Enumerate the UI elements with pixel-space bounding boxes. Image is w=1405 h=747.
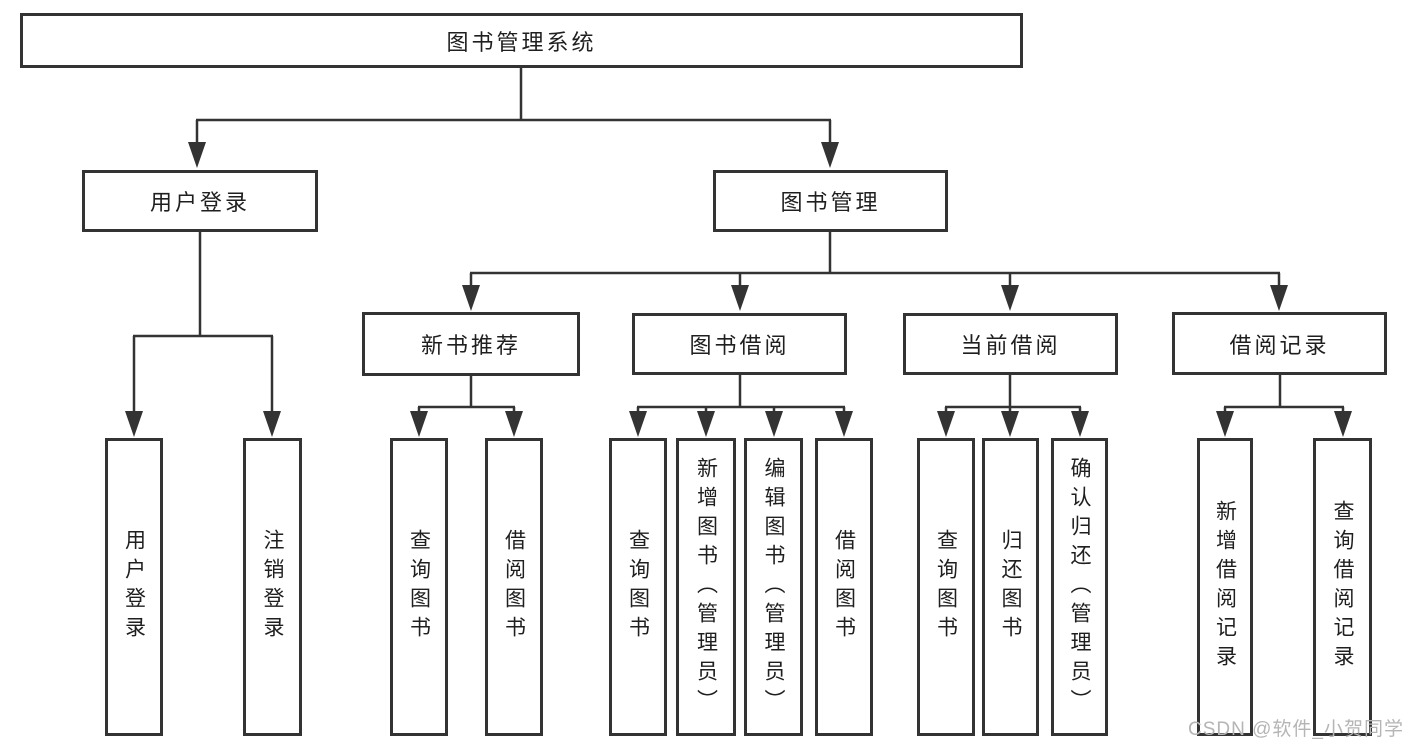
connectors-user-login-children: [125, 232, 281, 437]
leaf-user-login-label: 用户登录: [122, 529, 146, 645]
node-new-book-recommend: 新书推荐: [362, 312, 580, 376]
leaf-newbook-borrow-book-label: 借阅图书: [502, 529, 526, 645]
leaf-current-confirm-return-admin: 确认归还（管理员）: [1051, 438, 1108, 736]
leaf-borrow-add-book-admin-label: 新增图书（管理员）: [694, 456, 718, 718]
leaf-current-return-book: 归还图书: [982, 438, 1039, 736]
leaf-records-query-borrow-record-label: 查询借阅记录: [1331, 500, 1354, 674]
leaf-borrow-query-book-label: 查询图书: [626, 529, 650, 645]
leaf-borrow-borrow-book: 借阅图书: [815, 438, 873, 736]
node-borrow-records: 借阅记录: [1172, 312, 1387, 375]
leaf-current-query-book: 查询图书: [917, 438, 975, 736]
leaf-newbook-query-book-label: 查询图书: [407, 529, 431, 645]
connectors-book-borrow-children: [629, 375, 853, 437]
connectors-borrow-records-children: [1216, 375, 1352, 437]
leaf-current-confirm-return-admin-label: 确认归还（管理员）: [1068, 456, 1091, 718]
connectors-root-to-level1: [188, 68, 839, 168]
leaf-newbook-borrow-book: 借阅图书: [485, 438, 543, 736]
leaf-user-login: 用户登录: [105, 438, 163, 736]
node-current-borrowing-label: 当前借阅: [960, 333, 1061, 358]
node-book-management: 图书管理: [713, 170, 948, 232]
connectors-book-management-children: [462, 232, 1288, 311]
node-borrow-records-label: 借阅记录: [1229, 332, 1330, 358]
connectors-new-book-children: [410, 376, 523, 437]
node-library-system-label: 图书管理系统: [446, 29, 597, 55]
node-current-borrowing: 当前借阅: [903, 313, 1118, 375]
node-user-login: 用户登录: [82, 170, 318, 232]
leaf-borrow-borrow-book-label: 借阅图书: [832, 529, 856, 645]
leaf-borrow-query-book: 查询图书: [609, 438, 667, 736]
leaf-records-query-borrow-record: 查询借阅记录: [1313, 438, 1372, 736]
leaf-current-return-book-label: 归还图书: [999, 529, 1022, 645]
leaf-records-add-borrow-record: 新增借阅记录: [1197, 438, 1253, 736]
node-user-login-label: 用户登录: [149, 190, 250, 215]
leaf-newbook-query-book: 查询图书: [390, 438, 448, 736]
node-new-book-recommend-label: 新书推荐: [420, 333, 521, 358]
node-library-system: 图书管理系统: [20, 13, 1023, 68]
leaf-records-add-borrow-record-label: 新增借阅记录: [1213, 500, 1237, 674]
leaf-borrow-edit-book-admin: 编辑图书（管理员）: [744, 438, 803, 736]
leaf-current-query-book-label: 查询图书: [934, 529, 958, 645]
leaf-logout-login-label: 注销登录: [261, 529, 284, 645]
leaf-logout-login: 注销登录: [243, 438, 302, 736]
node-book-management-label: 图书管理: [780, 190, 881, 215]
leaf-borrow-edit-book-admin-label: 编辑图书（管理员）: [762, 456, 785, 718]
csdn-watermark: CSDN @软件_小贺同学: [1188, 719, 1404, 740]
leaf-borrow-add-book-admin: 新增图书（管理员）: [676, 438, 736, 736]
node-book-borrowing-label: 图书借阅: [689, 333, 790, 358]
node-book-borrowing: 图书借阅: [632, 313, 847, 375]
connectors-current-borrow-children: [937, 375, 1089, 437]
